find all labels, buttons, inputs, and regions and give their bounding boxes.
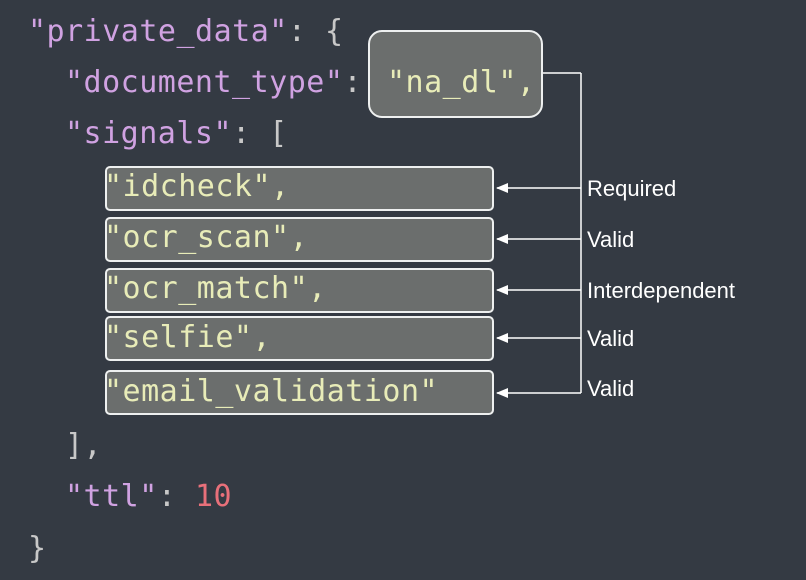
- signal-selfie: "selfie",: [104, 321, 271, 355]
- code-line-signals: "signals": [: [65, 117, 288, 151]
- close-brace: }: [28, 531, 47, 566]
- signal-highlight-idcheck: [105, 166, 494, 211]
- signal-email-validation-text: "email_validation": [104, 374, 439, 409]
- close-bracket: ],: [65, 428, 103, 463]
- annotation-valid-ocr-scan: Valid: [587, 227, 635, 252]
- private-data-open: : {: [287, 14, 344, 49]
- document-type-colon: :: [343, 65, 362, 100]
- code-line-private-data: "private_data": {: [28, 15, 344, 49]
- signal-ocr-match-text: "ocr_match",: [104, 271, 327, 306]
- code-line-document-type: "document_type":: [65, 66, 362, 100]
- signal-ocr-scan: "ocr_scan",: [104, 221, 308, 255]
- signal-highlight-ocr-match: [105, 268, 494, 313]
- doc-type-value-text: "na_dl",: [387, 65, 536, 100]
- document-type-key: "document_type": [65, 65, 344, 100]
- signals-key: "signals": [65, 116, 233, 151]
- annotation-required: Required: [587, 176, 677, 201]
- annotation-valid-selfie: Valid: [587, 326, 635, 351]
- signal-idcheck-text: "idcheck",: [104, 169, 290, 204]
- annotation-valid-email: Valid: [587, 376, 635, 401]
- signal-ocr-match: "ocr_match",: [104, 272, 327, 306]
- doc-type-value: "na_dl",: [387, 66, 536, 100]
- signal-selfie-text: "selfie",: [104, 320, 272, 355]
- signal-highlight-email-validation: [105, 370, 494, 415]
- signals-open: : [: [232, 116, 288, 151]
- ttl-key: "ttl": [65, 479, 158, 514]
- ttl-colon: :: [157, 479, 195, 514]
- signal-idcheck: "idcheck",: [104, 170, 290, 204]
- signal-highlight-ocr-scan: [105, 217, 494, 262]
- private-data-key: "private_data": [28, 14, 288, 49]
- annotation-interdependent: Interdependent: [587, 278, 736, 303]
- code-line-close-brace: }: [28, 532, 47, 566]
- code-line-ttl: "ttl": 10: [65, 480, 232, 514]
- ttl-value: 10: [194, 479, 233, 514]
- signal-highlight-selfie: [105, 316, 494, 361]
- signal-ocr-scan-text: "ocr_scan",: [104, 220, 309, 255]
- code-line-close-bracket: ],: [65, 429, 102, 463]
- doc-type-highlight: [368, 30, 543, 118]
- signal-email-validation: "email_validation": [104, 375, 438, 409]
